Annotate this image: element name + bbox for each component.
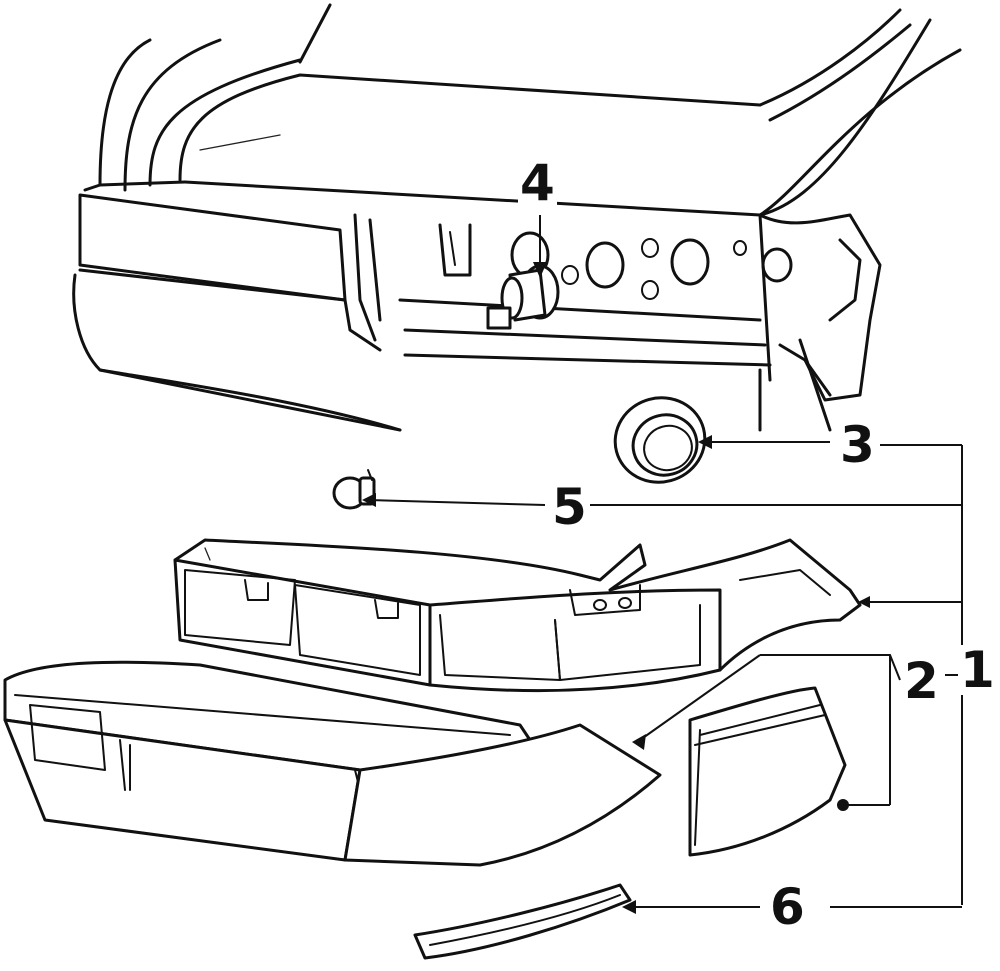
side-marker-part — [413, 883, 632, 960]
grommet-part — [613, 396, 707, 484]
callout-4: 4 — [518, 154, 557, 212]
front-lens — [3, 660, 662, 867]
lamp-housing — [173, 538, 862, 693]
callout-3: 3 — [838, 416, 877, 474]
vehicle-body — [72, 3, 962, 432]
callout-1: 1 — [958, 641, 997, 699]
side-lens — [688, 686, 847, 857]
callout-2: 2 — [902, 652, 941, 710]
socket-part — [486, 264, 560, 330]
callout-6: 6 — [768, 878, 807, 936]
bulb-part — [332, 469, 376, 510]
callout-5: 5 — [550, 478, 589, 536]
